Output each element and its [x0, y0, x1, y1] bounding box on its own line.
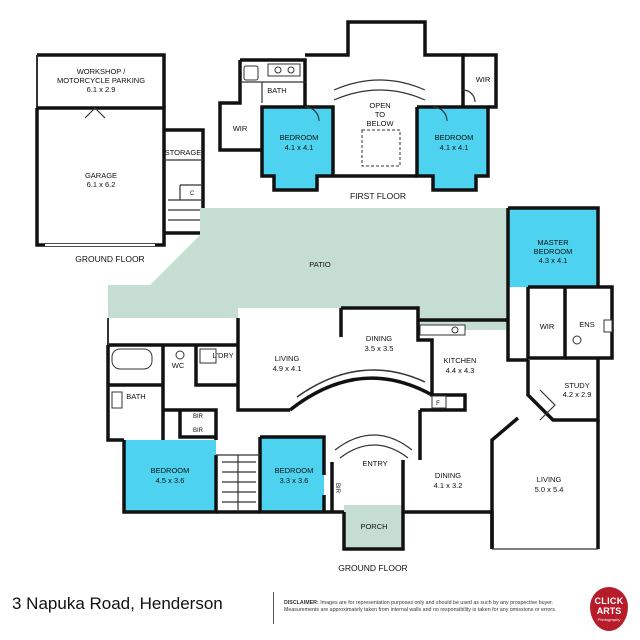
bir-label-1: BIR [193, 414, 204, 420]
living-size-1: 4.9 x 4.1 [273, 364, 302, 373]
patio-label: PATIO [309, 260, 331, 269]
disclaimer-text: Images are for representation purposes o… [284, 600, 557, 613]
master-bedroom-fill [508, 208, 598, 287]
garage-label: GARAGE [85, 171, 117, 180]
living-label-2: LIVING [537, 475, 562, 484]
footer-divider [273, 592, 274, 624]
first-bath-label: BATH [267, 86, 286, 95]
disclaimer-label: DISCLAIMER: [284, 600, 319, 606]
study-label: STUDY [564, 381, 589, 390]
bir-label-2: BIR [193, 428, 204, 434]
garage-c-label: C [190, 191, 195, 197]
kitchen-size: 4.4 x 4.3 [446, 366, 475, 375]
ground-bedroom-left-label: BEDROOM [151, 466, 190, 475]
first-wir-right-label: WIR [476, 75, 491, 84]
first-bedroom-left-size: 4.1 x 4.1 [285, 143, 314, 152]
first-bedroom-left-fill [262, 107, 333, 190]
fixtures [111, 319, 613, 421]
logo-line-3: Photography [597, 617, 621, 622]
entry-label: ENTRY [362, 459, 387, 468]
master-wir-label: WIR [540, 322, 555, 331]
property-address: 3 Napuka Road, Henderson [12, 594, 223, 613]
ground-bath-label: BATH [126, 392, 145, 401]
click-arts-logo: CLICK ARTS Photography [590, 587, 628, 631]
first-bedroom-right-label: BEDROOM [435, 133, 474, 142]
first-wir-left-label: WIR [233, 124, 248, 133]
garage-block [35, 53, 205, 247]
ground-bedroom-right-fill [260, 437, 324, 512]
ground-bedroom-left-size: 4.5 x 3.6 [156, 476, 185, 485]
porch-label: PORCH [360, 522, 387, 531]
dining-label-2: DINING [435, 471, 461, 480]
open-to-below-1: OPEN [369, 101, 390, 110]
ground-bedroom-right-size: 3.3 x 3.6 [280, 476, 309, 485]
dining-label-1: DINING [366, 334, 392, 343]
first-bedroom-right-size: 4.1 x 4.1 [440, 143, 469, 152]
laundry-label: L'DRY [212, 351, 233, 360]
bir-label-3: BIR [334, 483, 340, 494]
patio-area [108, 208, 508, 330]
first-bedroom-left-label: BEDROOM [280, 133, 319, 142]
master-bedroom-size: 4.3 x 4.1 [539, 256, 568, 265]
fridge-label: F [436, 401, 440, 407]
dining-size-1: 3.5 x 3.5 [365, 344, 394, 353]
floor-label-first: FIRST FLOOR [350, 191, 406, 201]
floor-label-ground-top: GROUND FLOOR [75, 254, 144, 264]
storage-label: STORAGE [165, 148, 202, 157]
disclaimer: DISCLAIMER: Images are for representatio… [284, 600, 574, 614]
first-bedroom-right-fill [417, 107, 488, 190]
floor-label-ground-main: GROUND FLOOR [338, 563, 407, 573]
workshop-label: WORKSHOP / [77, 67, 127, 76]
dining-size-2: 4.1 x 3.2 [434, 481, 463, 490]
garage-size: 6.1 x 6.2 [87, 180, 116, 189]
workshop-size: 6.1 x 2.9 [87, 85, 116, 94]
living-size-2: 5.0 x 5.4 [535, 485, 564, 494]
ground-bedroom-left-fill [124, 440, 216, 512]
master-bedroom-label-1: MASTER [537, 238, 569, 247]
first-floor [218, 20, 498, 192]
open-to-below-3: BELOW [366, 119, 394, 128]
porch-fill [344, 505, 403, 549]
ground-bedroom-right-label: BEDROOM [275, 466, 314, 475]
living-label-1: LIVING [275, 354, 300, 363]
ensuite-label: ENS [579, 320, 594, 329]
logo-line-1: CLICK [594, 596, 624, 606]
workshop-label-2: MOTORCYCLE PARKING [57, 76, 145, 85]
study-size: 4.2 x 2.9 [563, 390, 592, 399]
logo-line-2: ARTS [596, 606, 622, 616]
kitchen-label: KITCHEN [444, 356, 477, 365]
ground-floor-walls [106, 206, 614, 551]
open-to-below-2: TO [375, 110, 385, 119]
logo-badge [590, 587, 628, 631]
master-bedroom-label-2: BEDROOM [534, 247, 573, 256]
wc-label: WC [172, 361, 185, 370]
